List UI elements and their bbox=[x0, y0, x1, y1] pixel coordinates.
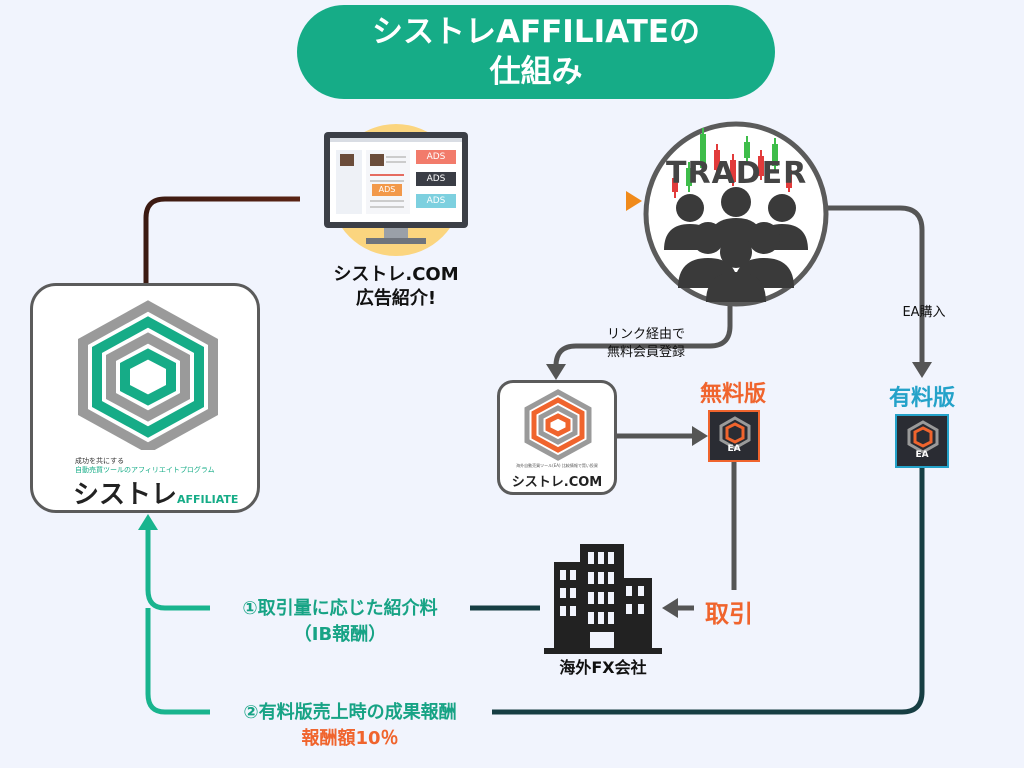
ad-label-4: ADS bbox=[378, 185, 396, 194]
title-line2: 仕組み bbox=[489, 54, 583, 90]
broker-label: 海外FX会社 bbox=[559, 658, 647, 677]
ad-label-1: ADS bbox=[426, 152, 446, 162]
affiliate-logo-card: 成功を共にする 自動売買ツールのアフィリエイトプログラム シストレAFFILIA… bbox=[30, 283, 260, 513]
reward-ib-line1: ①取引量に応じた紹介料 bbox=[242, 598, 438, 619]
ea-logo-icon bbox=[907, 420, 939, 454]
reward-ib: ①取引量に応じた紹介料 （IB報酬） bbox=[208, 596, 472, 648]
systre-logo-brand: シストレ.COM bbox=[511, 475, 603, 490]
ads-site-label-line2: 広告紹介! bbox=[355, 288, 437, 309]
paid-ea-badge: EA bbox=[915, 450, 929, 460]
free-version-label: 無料版 bbox=[699, 382, 766, 407]
trader-label: TRADER bbox=[666, 156, 808, 191]
arrow-trader-to-paid bbox=[828, 205, 925, 366]
paid-version-label: 有料版 bbox=[888, 386, 955, 411]
reward-paid-line2: 報酬額10％ bbox=[301, 728, 399, 749]
ads-site-illustration: ADS ADS ADS ADS bbox=[318, 120, 474, 260]
affiliate-brand-main: シストレ bbox=[73, 480, 178, 510]
ads-site-label-line1: シストレ.COM bbox=[333, 264, 459, 285]
free-ea-thumbnail: EA bbox=[708, 410, 760, 462]
systre-site-logo-card: 海外自動売買ツール(EA) 比較情報で賢い投資 シストレ.COM bbox=[497, 380, 617, 495]
affiliate-tagline1: 成功を共にする bbox=[75, 457, 125, 465]
affiliate-logo-icon bbox=[78, 300, 218, 450]
arrow-trader-to-free-signup bbox=[553, 300, 733, 368]
ad-label-3: ADS bbox=[426, 196, 446, 206]
affiliate-brand-suffix: AFFILIATE bbox=[177, 493, 239, 506]
affiliate-brand: シストレAFFILIATE bbox=[73, 474, 238, 511]
link-note-line2: 無料会員登録 bbox=[606, 345, 685, 360]
arrow-logo-to-ads bbox=[143, 196, 300, 283]
ea-logo-icon bbox=[719, 416, 751, 450]
link-note-line1: リンク経由で bbox=[606, 327, 685, 342]
systre-logo-icon bbox=[524, 389, 592, 461]
trader-circle: TRADER bbox=[642, 120, 830, 308]
link-note: リンク経由で 無料会員登録 bbox=[590, 326, 702, 362]
title-line1: シストレAFFILIATEの bbox=[371, 14, 701, 50]
ea-purchase-label: EA購入 bbox=[902, 305, 946, 320]
arrow-paid-reward bbox=[492, 466, 925, 715]
building-icon bbox=[544, 544, 662, 654]
title-pill: シストレAFFILIATEの 仕組み bbox=[297, 5, 775, 99]
reward-paid: ②有料版売上時の成果報酬 報酬額10％ bbox=[208, 700, 492, 752]
affiliate-tagline2: 自動売買ツールのアフィリエイトプログラム bbox=[75, 466, 215, 474]
reward-ib-line2: （IB報酬） bbox=[293, 624, 387, 645]
systre-logo-tagline: 海外自動売買ツール(EA) 比較情報で賢い投資 bbox=[516, 463, 598, 468]
monitor-icon bbox=[324, 124, 468, 256]
ad-label-2: ADS bbox=[426, 174, 446, 184]
traders-group-icon bbox=[643, 121, 829, 307]
free-ea-badge: EA bbox=[727, 444, 741, 454]
reward-paid-line1: ②有料版売上時の成果報酬 bbox=[243, 702, 457, 723]
broker-building bbox=[540, 538, 666, 656]
trade-label: 取引 bbox=[705, 600, 753, 628]
ads-site-label: シストレ.COM 広告紹介! bbox=[310, 263, 482, 311]
paid-ea-thumbnail: EA bbox=[895, 414, 949, 468]
